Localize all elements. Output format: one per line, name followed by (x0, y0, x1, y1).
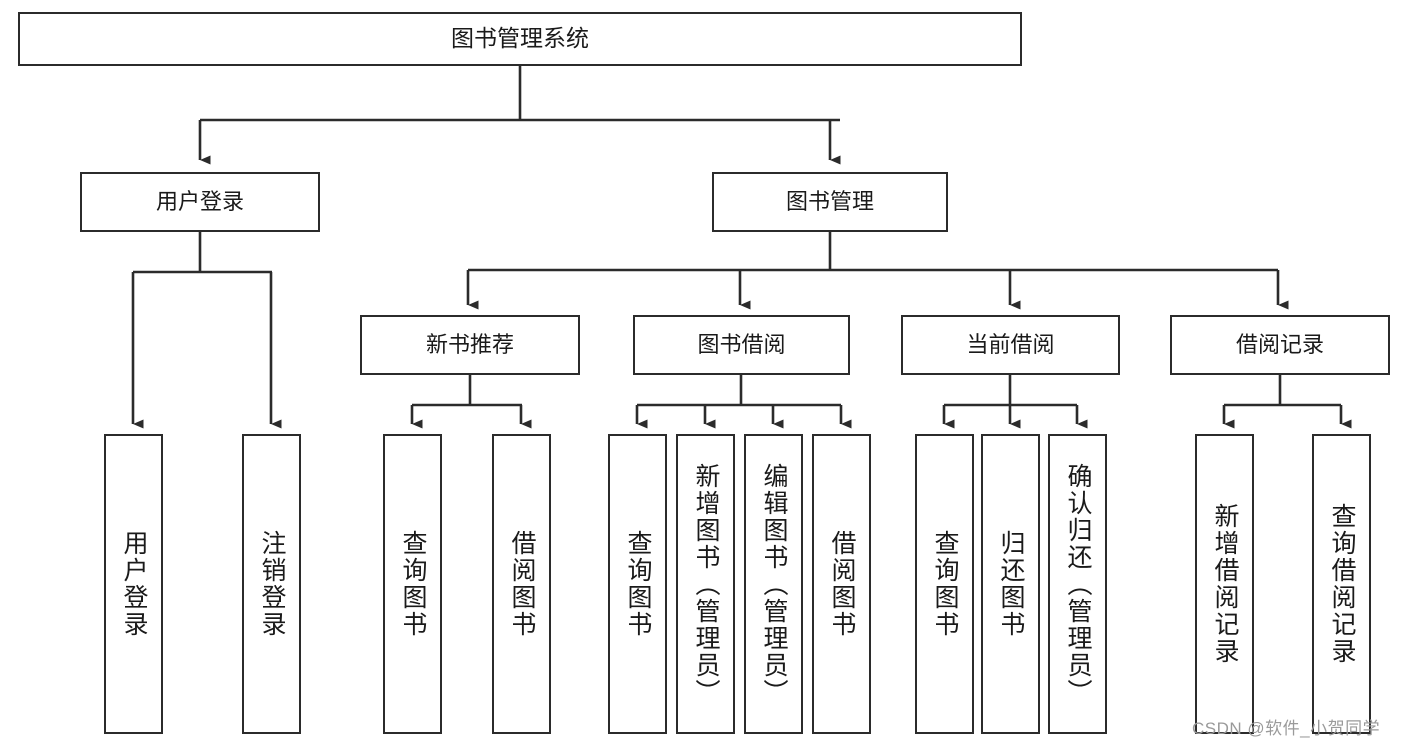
node-label: 查询图书 (399, 530, 427, 638)
node-label: 图书管理 (785, 189, 874, 215)
node-label: 图书借阅 (697, 332, 786, 358)
node-borrow-record[interactable]: 借阅记录 (1170, 315, 1390, 375)
leaf-new-book-query[interactable]: 查询图书 (383, 434, 442, 734)
node-label: 归还图书 (997, 530, 1025, 638)
node-label: 当前借阅 (966, 332, 1055, 358)
node-label: 图书管理系统 (451, 25, 589, 52)
leaf-current-borrow-return[interactable]: 归还图书 (981, 434, 1040, 734)
node-label: 查询图书 (931, 530, 959, 638)
node-book-management[interactable]: 图书管理 (712, 172, 948, 232)
leaf-new-book-borrow[interactable]: 借阅图书 (492, 434, 551, 734)
node-label: 新增图书（管理员） (692, 462, 720, 706)
node-current-borrow[interactable]: 当前借阅 (901, 315, 1120, 375)
node-label: 新增借阅记录 (1211, 503, 1239, 665)
node-label: 用户登录 (120, 530, 148, 638)
node-label: 注销登录 (258, 530, 286, 638)
leaf-current-borrow-query[interactable]: 查询图书 (915, 434, 974, 734)
node-label: 查询图书 (624, 530, 652, 638)
node-label: 借阅图书 (508, 530, 536, 638)
node-label: 确认归还（管理员） (1064, 462, 1092, 706)
leaf-current-borrow-confirm-return[interactable]: 确认归还（管理员） (1048, 434, 1107, 734)
csdn-watermark: CSDN @软件_小贺同学 (1192, 719, 1381, 738)
node-label: 借阅图书 (828, 530, 856, 638)
leaf-user-login-login[interactable]: 用户登录 (104, 434, 163, 734)
node-label: 新书推荐 (425, 332, 514, 358)
node-book-borrow[interactable]: 图书借阅 (633, 315, 850, 375)
leaf-user-login-logout[interactable]: 注销登录 (242, 434, 301, 734)
node-label: 查询借阅记录 (1328, 503, 1356, 665)
node-label: 编辑图书（管理员） (760, 462, 788, 706)
node-book-management-system[interactable]: 图书管理系统 (18, 12, 1022, 66)
node-label: 用户登录 (155, 189, 244, 215)
leaf-book-borrow-edit[interactable]: 编辑图书（管理员） (744, 434, 803, 734)
leaf-book-borrow-add[interactable]: 新增图书（管理员） (676, 434, 735, 734)
node-new-book-recommend[interactable]: 新书推荐 (360, 315, 580, 375)
leaf-borrow-record-add[interactable]: 新增借阅记录 (1195, 434, 1254, 734)
node-user-login[interactable]: 用户登录 (80, 172, 320, 232)
leaf-book-borrow-borrow[interactable]: 借阅图书 (812, 434, 871, 734)
leaf-borrow-record-query[interactable]: 查询借阅记录 (1312, 434, 1371, 734)
node-label: 借阅记录 (1235, 332, 1324, 358)
leaf-book-borrow-query[interactable]: 查询图书 (608, 434, 667, 734)
